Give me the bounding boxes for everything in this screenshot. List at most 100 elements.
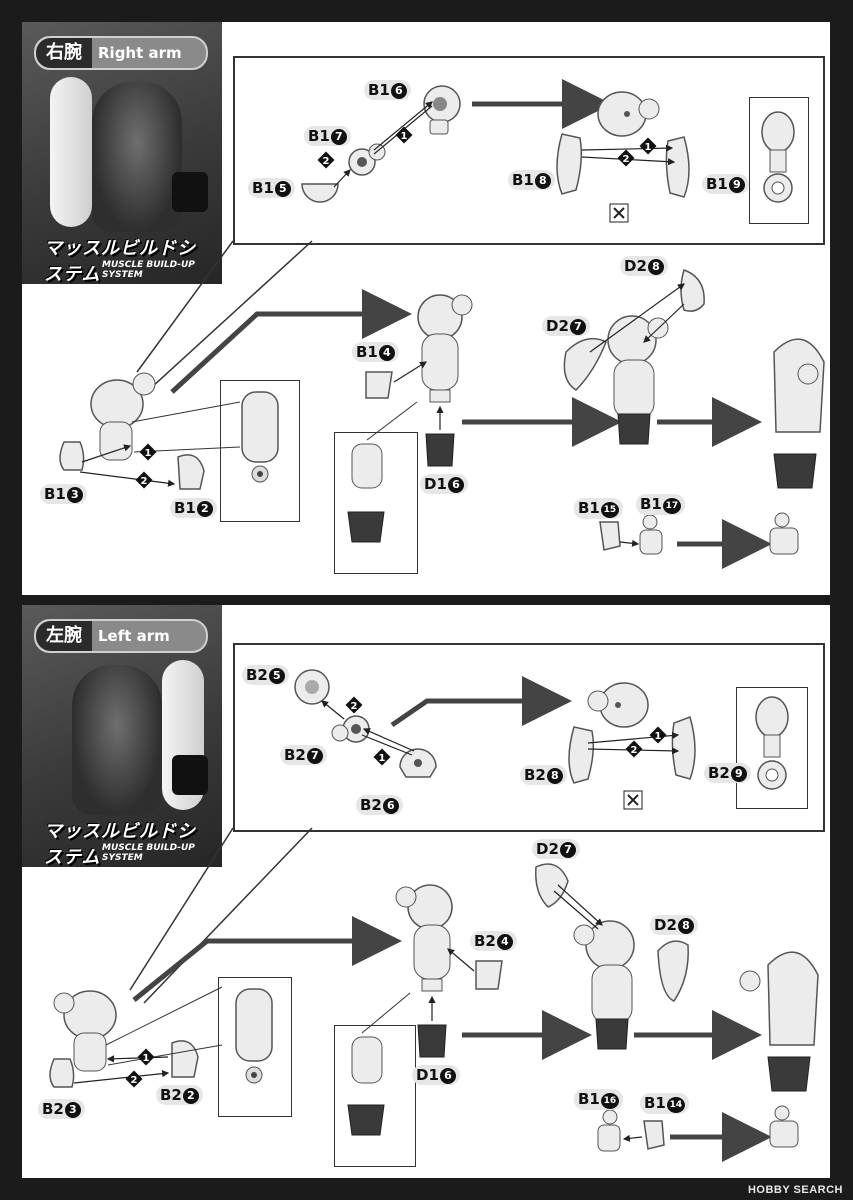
- step-marker-1: 1: [139, 443, 157, 461]
- svg-text:2: 2: [623, 154, 630, 165]
- part-hand-final: [769, 512, 799, 555]
- right-arm-panel: 右腕 Right arm マッスルビルドシステム MUSCLE BUILD-UP…: [22, 22, 830, 595]
- part-b116: [597, 1109, 621, 1152]
- part-b25: [294, 669, 330, 705]
- part-b115: [599, 521, 621, 551]
- watermark: HOBBY SEARCH: [747, 1184, 843, 1196]
- cutter-icon: [623, 790, 643, 810]
- svg-text:2: 2: [323, 156, 330, 167]
- part-b117: [639, 514, 663, 555]
- step-marker-2: 2: [625, 740, 643, 758]
- step-marker-1: 1: [137, 1048, 155, 1066]
- part-b29: [755, 696, 789, 790]
- step-marker-2: 2: [617, 149, 635, 167]
- part-d16: [425, 433, 455, 467]
- part-arm-final: [773, 338, 825, 489]
- part-b19: [761, 111, 795, 203]
- left-arm-panel: 左腕 Left arm マッスルビルドシステム MUSCLE BUILD-UP …: [22, 605, 830, 1178]
- section-title-en: Left arm: [98, 627, 170, 645]
- svg-text:2: 2: [131, 1075, 138, 1086]
- part-b17: [348, 143, 386, 176]
- part-d27: [563, 337, 607, 391]
- part-d27: [535, 863, 569, 908]
- step-marker-1: 1: [373, 748, 391, 766]
- inset-hand-detail: [334, 1025, 416, 1167]
- section-title-en: Right arm: [98, 44, 182, 62]
- logo-en: MUSCLE BUILD-UP SYSTEM: [102, 260, 195, 280]
- part-arm-stage2: [395, 884, 453, 992]
- part-b15: [301, 183, 339, 203]
- part-hand-inset: [347, 1036, 385, 1136]
- part-arm-stage3: [573, 920, 635, 1050]
- section-title: 左腕 Left arm: [34, 619, 208, 653]
- part-b14: [365, 371, 393, 399]
- part-b26: [399, 748, 437, 778]
- part-b114: [643, 1120, 665, 1150]
- muscle-build-logo: マッスルビルドシステム MUSCLE BUILD-UP SYSTEM: [44, 234, 214, 284]
- part-shoulder-assembly: [587, 682, 649, 728]
- part-elbow-inset: [241, 391, 279, 483]
- part-b24: [475, 960, 503, 990]
- logo-jp: マッスルビルドシステム: [44, 821, 196, 868]
- figure-wristband: [172, 172, 208, 212]
- part-hand-final: [769, 1105, 799, 1148]
- section-title-jp: 左腕: [36, 621, 92, 651]
- right-arm-photo: 右腕 Right arm マッスルビルドシステム MUSCLE BUILD-UP…: [22, 22, 222, 284]
- right-arm-diagram: 1 2 1 2 1 2: [59, 79, 825, 569]
- figure-torso: [92, 82, 182, 232]
- svg-text:1: 1: [401, 131, 408, 142]
- section-title: 右腕 Right arm: [34, 36, 208, 70]
- logo-en: MUSCLE BUILD-UP SYSTEM: [102, 843, 195, 863]
- part-d28: [680, 269, 705, 312]
- part-upper-arm-main: [53, 990, 117, 1072]
- svg-text:1: 1: [143, 1053, 150, 1064]
- part-arm-final: [739, 951, 819, 1092]
- part-arm-stage2: [417, 294, 473, 403]
- part-b23: [49, 1058, 75, 1088]
- section-title-jp: 右腕: [36, 38, 92, 68]
- part-b13: [59, 441, 85, 471]
- part-b16: [423, 85, 461, 135]
- part-b28-half: [671, 716, 696, 780]
- figure-right-arm: [50, 77, 92, 227]
- step-marker-1: 1: [649, 726, 667, 744]
- step-marker-2: 2: [125, 1070, 143, 1088]
- svg-text:1: 1: [645, 142, 652, 153]
- svg-text:1: 1: [145, 448, 152, 459]
- part-elbow-inset: [235, 988, 273, 1084]
- figure-torso: [72, 665, 162, 815]
- callout-box-shoulder: [233, 643, 825, 832]
- svg-text:1: 1: [379, 753, 386, 764]
- part-b18: [556, 133, 583, 195]
- part-b18-half: [665, 136, 690, 198]
- part-b12: [177, 454, 205, 490]
- left-arm-diagram: 2 1 1 2 1 2: [49, 669, 819, 1162]
- part-shoulder-assembly: [597, 91, 660, 137]
- muscle-build-logo: マッスルビルドシステム MUSCLE BUILD-UP SYSTEM: [44, 817, 214, 867]
- cutter-icon: [609, 203, 629, 223]
- step-marker-2: 2: [317, 151, 335, 169]
- left-arm-photo: 左腕 Left arm マッスルビルドシステム MUSCLE BUILD-UP …: [22, 605, 222, 867]
- part-b22: [171, 1040, 199, 1078]
- callout-box-shoulder: [233, 56, 825, 245]
